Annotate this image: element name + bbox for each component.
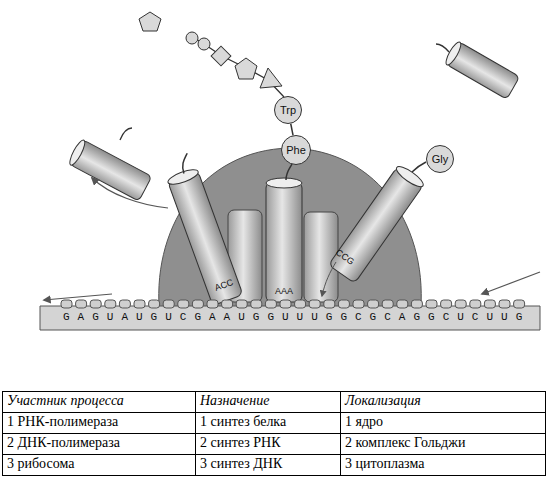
mrna-base [163,300,174,308]
mrna-base [222,300,233,308]
amino-acid [186,32,198,44]
table-header: Локализация [340,391,546,413]
direction-arrow [44,294,112,300]
mrna-base [338,300,349,308]
trna-top [67,138,87,166]
trna-top [266,178,302,188]
amino-acid [198,38,210,50]
mrna-base [470,300,481,308]
mrna-sequence: GAGUAUGUCGAAUGGUUUGGCGCAGGCUCUUG [63,311,530,323]
pairing-arrow [322,262,336,296]
amino-acid-circle: Trp [274,96,302,124]
amino-acid-name: Trp [280,104,296,116]
peptide-bond [291,124,293,136]
amino-acid [211,46,231,66]
table-cell: 2 комплекс Гольджи [340,433,546,455]
mrna-base [76,300,87,308]
trna-tail [436,44,449,52]
mrna-base [178,300,189,308]
mrna-base [90,300,101,308]
mrna-base [251,300,262,308]
table-cell: 3 синтез ДНК [195,454,341,476]
free-amino-acid [139,12,161,31]
mrna-base [353,300,364,308]
trna-top [394,163,426,190]
mrna-base [192,300,203,308]
mrna-base [105,300,116,308]
amino-acid-name: Phe [286,144,306,156]
mrna-base [382,300,393,308]
mrna-base [514,300,525,308]
mrna-base [455,300,466,308]
mrna-base [499,300,510,308]
trna-body [266,182,302,302]
mrna-base [397,300,408,308]
direction-arrow [482,272,540,294]
exit-arrow [92,178,168,208]
amino-acid [260,68,282,88]
mrna-base [309,300,320,308]
trna-tail [286,164,292,180]
table-header: Назначение [195,391,341,413]
amino-acid [235,58,257,79]
mrna-base [149,300,160,308]
mrna-base [368,300,379,308]
amino-acid-circle: Gly [426,145,454,173]
mrna-base [280,300,291,308]
amino-acid-circle: Phe [281,135,311,165]
mrna-base [426,300,437,308]
mrna-base [484,300,495,308]
table-cell: 2 ДНК-полимераза [2,433,196,455]
trna-tail [178,153,194,173]
trna-body [168,171,243,306]
mrna-base [207,300,218,308]
anticodon: AAA [271,286,297,296]
table-cell: 1 РНК-полимераза [2,412,196,434]
table-cell: 1 ядро [340,412,546,434]
mrna-bases [61,300,525,308]
mrna-base [61,300,72,308]
ribosome-cylinder [304,212,338,302]
mrna-base [441,300,452,308]
mrna-base [411,300,422,308]
trna-tail [120,128,132,140]
mrna-base [134,300,145,308]
peptide-chain [194,38,284,97]
table-cell: 3 цитоплазма [340,454,546,476]
mrna-base [324,300,335,308]
trna-tail [412,162,426,172]
table-header: Участник процесса [2,391,196,413]
table-cell: 2 синтез РНК [195,433,341,455]
table-cell: 1 синтез белка [195,412,341,434]
trna-body [328,167,423,284]
amino-acid-name: Gly [432,153,449,165]
trna-top [443,40,463,67]
mrna-base [295,300,306,308]
mrna-strand [40,306,540,330]
mrna-base [265,300,276,308]
mrna-base [236,300,247,308]
mrna-base [119,300,130,308]
table-cell: 3 рибосома [2,454,196,476]
